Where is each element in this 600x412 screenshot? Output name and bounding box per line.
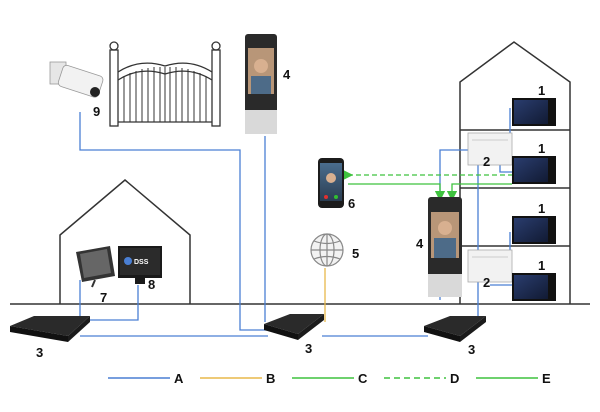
indoor-monitor-4 <box>512 273 556 301</box>
legend-label-a: A <box>174 371 184 386</box>
indoor-monitor-3-label: 1 <box>538 201 545 216</box>
tablet-device <box>76 246 115 288</box>
switch-right <box>424 316 486 342</box>
switch-left-label: 3 <box>36 345 43 360</box>
monitor-label: 8 <box>148 277 155 292</box>
indoor-monitor-1-label: 1 <box>538 83 545 98</box>
door-station-building <box>428 197 462 297</box>
legend: A B C D E <box>108 371 551 386</box>
tablet-label: 7 <box>100 290 107 305</box>
splitter-top-label: 2 <box>483 154 490 169</box>
door-station-gate-label: 4 <box>283 67 291 82</box>
splitter-bottom-label: 2 <box>483 275 490 290</box>
internet-globe <box>310 233 344 267</box>
indoor-monitor-1 <box>512 98 556 126</box>
mobile-phone <box>318 158 344 208</box>
legend-label-b: B <box>266 371 275 386</box>
switch-middle-label: 3 <box>305 341 312 356</box>
ip-camera <box>49 61 104 98</box>
door-station-gate <box>245 34 277 134</box>
legend-label-d: D <box>450 371 459 386</box>
indoor-monitor-2 <box>512 156 556 184</box>
wireless-links <box>342 169 512 202</box>
gate <box>109 41 221 127</box>
indoor-monitor-3 <box>512 216 556 244</box>
splitter-bottom <box>467 249 513 283</box>
small-house-outline <box>59 179 191 304</box>
switch-right-label: 3 <box>468 342 475 357</box>
indoor-monitor-2-label: 1 <box>538 141 545 156</box>
monitor-device <box>118 246 162 284</box>
switch-middle <box>264 314 324 340</box>
indoor-monitor-4-label: 1 <box>538 258 545 273</box>
camera-label: 9 <box>93 104 100 119</box>
door-station-building-label: 4 <box>416 236 424 251</box>
switch-left <box>10 316 90 342</box>
internet-label: 5 <box>352 246 359 261</box>
splitter-top <box>467 132 513 166</box>
legend-label-e: E <box>542 371 551 386</box>
legend-label-c: C <box>358 371 368 386</box>
monitor-brand: DSS <box>134 259 149 266</box>
phone-label: 6 <box>348 196 355 211</box>
